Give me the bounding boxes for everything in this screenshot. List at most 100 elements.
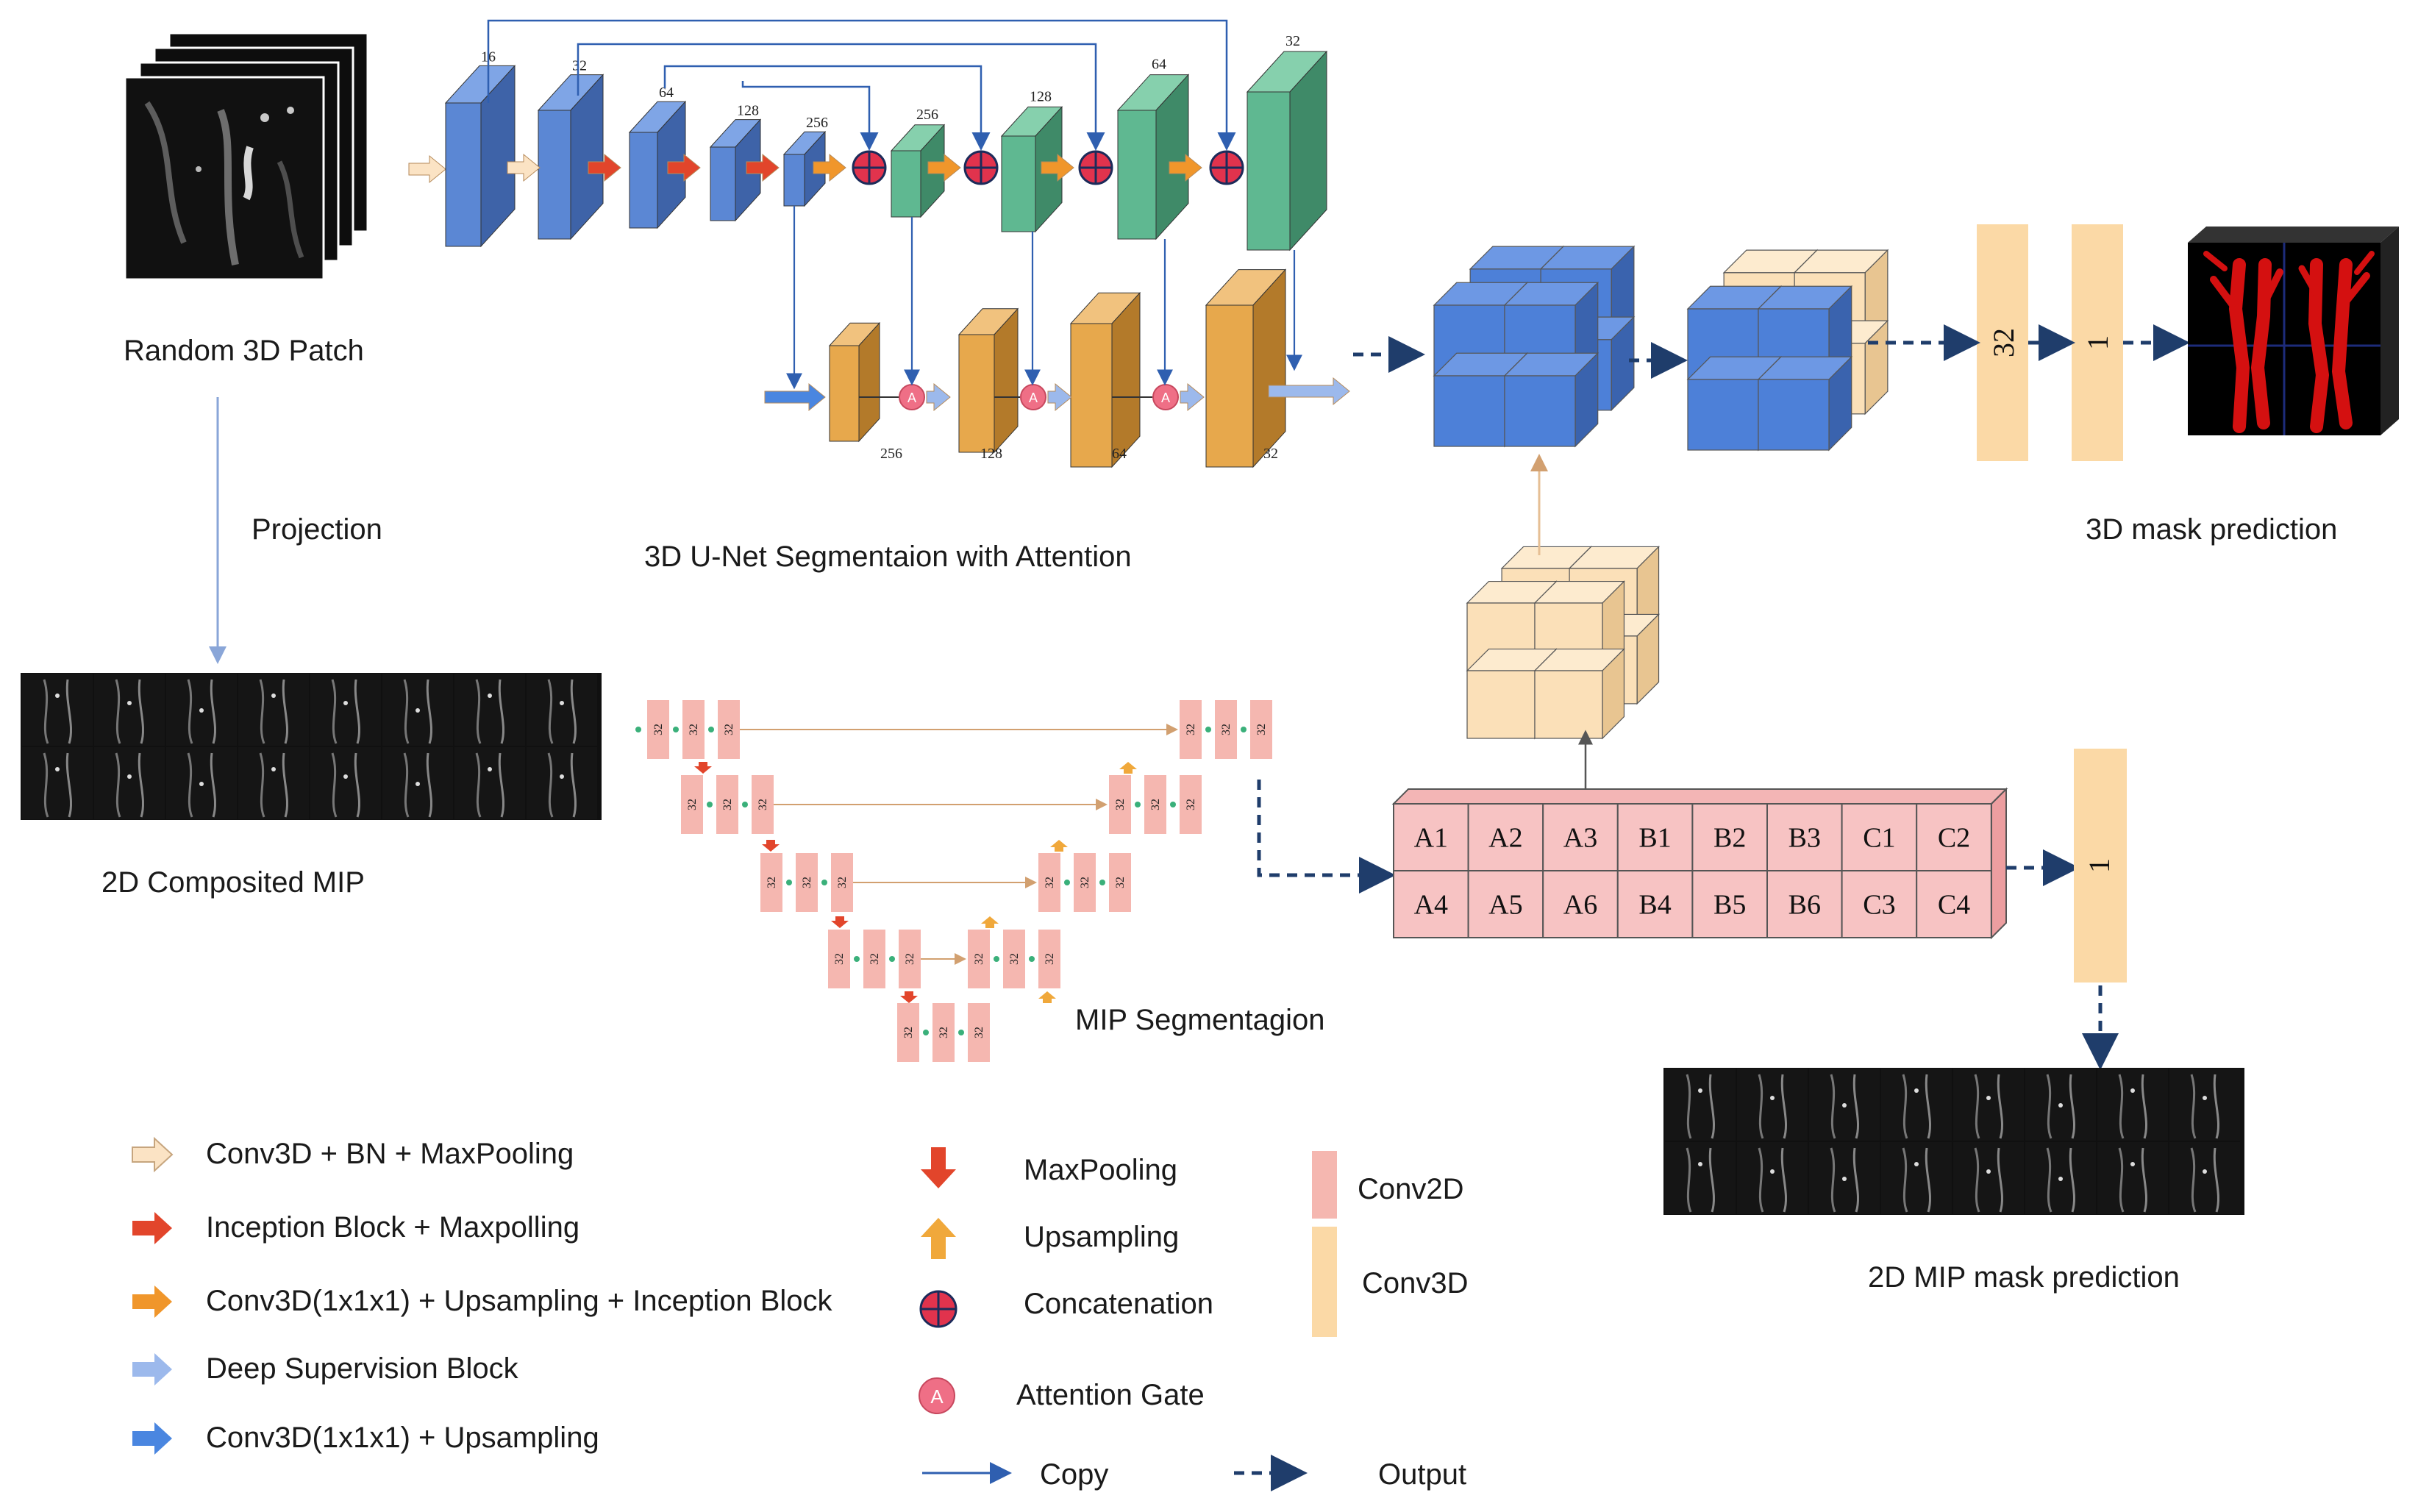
grid-cell-a4: A4 [1393, 870, 1469, 938]
svg-text:32: 32 [1255, 724, 1268, 735]
mip-upsample-marker-2 [1050, 840, 1068, 852]
mip-dec-1-2: 32 [1215, 700, 1237, 759]
conv3d-upsampling-arrow [764, 382, 826, 412]
svg-text:B3: B3 [1788, 823, 1821, 854]
mip-enc-2-3: 32 [752, 775, 774, 834]
svg-text:A1: A1 [1414, 823, 1448, 854]
conv3d-32-column [1977, 224, 2028, 461]
svg-text:A: A [1029, 391, 1038, 405]
encoder-channel-label: 32 [572, 58, 587, 74]
upsampling-inception-arrow-1 [813, 153, 846, 182]
grid-cell-c4: C4 [1916, 870, 1992, 938]
legend-item-inception-block: Inception Block + Maxpolling [132, 1211, 579, 1244]
conv3d-1-label: 1 [2081, 335, 2114, 350]
mip-maxpool-marker-2 [762, 840, 780, 852]
ct-slice-image [144, 101, 304, 265]
skip-copy-line-1 [487, 19, 1236, 151]
legend-item-maxpooling: MaxPooling [921, 1147, 1177, 1188]
concatenation-node-2 [963, 150, 999, 185]
encoder-block-1 [444, 65, 516, 248]
svg-text:A: A [1161, 391, 1170, 405]
svg-text:B4: B4 [1638, 890, 1671, 921]
legend-item-output: Output [1234, 1455, 1466, 1491]
svg-text:32: 32 [973, 953, 985, 965]
mip-dec-2-1: 32 [1109, 775, 1131, 834]
skip-copy-line-2 [577, 43, 1105, 151]
svg-text:Attention Gate: Attention Gate [1016, 1379, 1205, 1411]
conv3d-32-label: 32 [1987, 328, 2020, 357]
svg-text:Conv3D + BN + MaxPooling: Conv3D + BN + MaxPooling [206, 1138, 574, 1170]
mip-dec-4-1: 32 [968, 930, 990, 988]
deep-supervision-arrow-2 [1047, 382, 1072, 412]
mip-upsample-marker-1 [1119, 762, 1137, 774]
svg-text:32: 32 [757, 799, 769, 810]
mip-upsample-marker-3 [981, 916, 999, 928]
upsampling-inception-arrow-4 [1169, 153, 1202, 182]
mip-enc-4-2: 32 [863, 930, 885, 988]
legend-item-conv3d-upsampling-inception: Conv3D(1x1x1) + Upsampling + Inception B… [132, 1285, 833, 1318]
grid-cell-b2: B2 [1691, 803, 1768, 871]
svg-text:32: 32 [1114, 877, 1127, 888]
legend-item-concatenation: Concatenation [919, 1288, 1213, 1328]
svg-text:C3: C3 [1863, 890, 1895, 921]
composited-mip-image [21, 673, 602, 820]
maxpooling-arrow-icon [921, 1147, 956, 1188]
random-3d-patch-stack [124, 32, 369, 281]
encoder-channel-label: 64 [659, 85, 674, 101]
mip-enc-2-1: 32 [681, 775, 703, 834]
svg-text:32: 32 [721, 799, 734, 810]
mip-enc-1-2: 32 [682, 700, 705, 759]
deep-supervision-arrow-3 [1180, 382, 1205, 412]
svg-text:Concatenation: Concatenation [1024, 1288, 1213, 1320]
legend-item-deep-supervision: Deep Supervision Block [132, 1352, 519, 1386]
svg-text:32: 32 [1114, 799, 1127, 810]
mip-enc-1-1: 32 [647, 700, 669, 759]
mip-maxpool-marker-1 [694, 762, 712, 774]
svg-text:32: 32 [652, 724, 665, 735]
svg-text:C4: C4 [1938, 890, 1970, 921]
supervision-channel-label: 128 [980, 446, 1002, 462]
svg-text:Conv3D: Conv3D [1362, 1267, 1469, 1299]
inception-arrow-3 [746, 153, 780, 182]
conv3d-swatch [1312, 1227, 1337, 1337]
svg-text:32: 32 [1185, 724, 1197, 735]
mip-enc-4-1: 32 [828, 930, 850, 988]
grid-cell-c1: C1 [1841, 803, 1918, 871]
svg-text:32: 32 [723, 724, 735, 735]
legend-item-conv3d-upsampling: Conv3D(1x1x1) + Upsampling [132, 1422, 599, 1455]
svg-text:32: 32 [686, 799, 699, 810]
vessel-render-left [2203, 251, 2283, 433]
attention-gate-icon [919, 1377, 955, 1414]
feature-cube-mixed [1686, 249, 1889, 452]
svg-text:A: A [930, 1386, 944, 1408]
mip-dec-2-2: 32 [1144, 775, 1166, 834]
mip-enc-3-2: 32 [796, 853, 818, 912]
grid-cell-c2: C2 [1916, 803, 1992, 871]
svg-text:A: A [907, 391, 916, 405]
decoder-channel-label: 64 [1152, 57, 1166, 73]
projection-label: Projection [252, 513, 382, 546]
feature-cube-beige [1466, 546, 1660, 740]
conv2d-swatch [1312, 1151, 1337, 1219]
svg-text:B2: B2 [1713, 823, 1746, 854]
svg-text:A3: A3 [1563, 823, 1597, 854]
composited-mip-label: 2D Composited MIP [101, 866, 365, 899]
mip-dec-3-3: 32 [1109, 853, 1131, 912]
upsampling-inception-arrow-3 [1041, 153, 1074, 182]
encoder-block-2 [537, 74, 604, 240]
mip-conv-1-label: 1 [2083, 858, 2116, 873]
attention-gate-2: A [1020, 384, 1046, 410]
unet-title: 3D U-Net Segmentaion with Attention [644, 541, 1132, 573]
legend-item-conv2d: Conv2D [1312, 1151, 1464, 1219]
mip-dec-2-3: 32 [1180, 775, 1202, 834]
legend-item-attention-gate: A Attention Gate [919, 1377, 1205, 1414]
patch-grid-side-face [1991, 787, 2007, 940]
supervision-block-3 [1069, 291, 1141, 468]
svg-text:32: 32 [1079, 877, 1091, 888]
mip-enc-1-3: 32 [718, 700, 740, 759]
decoder-channel-label: 256 [916, 107, 938, 123]
mip-dec-1-3: 32 [1250, 700, 1272, 759]
deep-supervision-arrow-1 [926, 382, 951, 412]
